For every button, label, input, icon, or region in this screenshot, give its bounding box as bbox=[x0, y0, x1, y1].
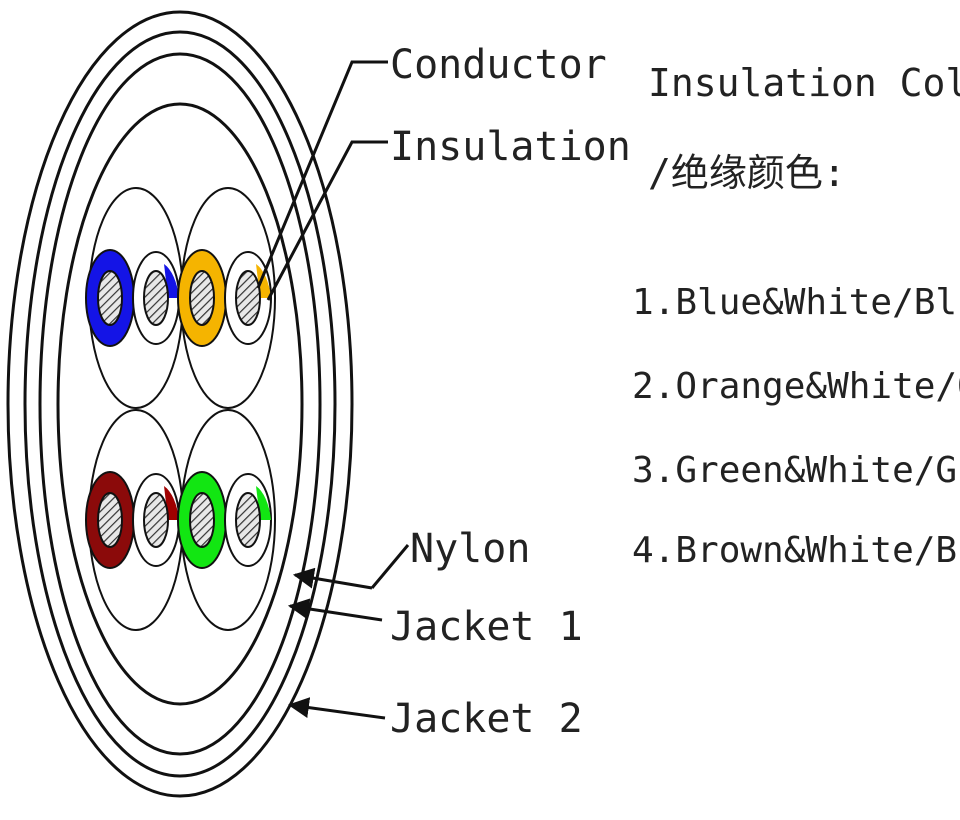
jacket2-arrow bbox=[287, 697, 386, 720]
conductor-core bbox=[143, 492, 169, 548]
twisted-pair bbox=[85, 187, 184, 409]
legend-item: 2.Orange&White/Orange bbox=[632, 366, 960, 407]
nylon-ring bbox=[56, 102, 304, 706]
legend-title: Insulation Color bbox=[648, 61, 960, 105]
twisted-pair bbox=[85, 409, 184, 631]
legend-item: 1.Blue&White/Blue bbox=[632, 282, 960, 323]
insulation-leader bbox=[266, 140, 388, 301]
jacket2-outer-ring bbox=[6, 10, 354, 798]
nylon-label: Nylon bbox=[410, 526, 530, 572]
conductor-core bbox=[235, 270, 261, 326]
nylon-arrow bbox=[292, 567, 373, 590]
insulation-color-legend: Insulation Color /绝缘颜色: 1.Blue&White/Blu… bbox=[632, 61, 960, 571]
jacket1-arrow bbox=[287, 598, 383, 622]
nylon-leader bbox=[370, 544, 410, 589]
conductor-core bbox=[189, 270, 215, 326]
conductor-core bbox=[97, 492, 123, 548]
legend-item: 4.Brown&White/Brown bbox=[632, 530, 960, 571]
callout-labels: Conductor Insulation Nylon Jacket 1 Jack… bbox=[390, 42, 631, 742]
jacket1-ring bbox=[38, 52, 322, 756]
conductor-core bbox=[97, 270, 123, 326]
conductor-core bbox=[235, 492, 261, 548]
twisted-pairs bbox=[85, 187, 276, 631]
insulation-label: Insulation bbox=[390, 124, 631, 170]
conductor-core bbox=[143, 270, 169, 326]
jacket2-inner-ring bbox=[23, 30, 337, 778]
twisted-pair bbox=[177, 409, 276, 631]
conductor-leader bbox=[256, 60, 388, 289]
legend-subtitle: /绝缘颜色: bbox=[648, 151, 846, 195]
legend-item: 3.Green&White/Green bbox=[632, 450, 960, 491]
conductor-core bbox=[189, 492, 215, 548]
jacket-rings bbox=[6, 10, 354, 798]
jacket2-label: Jacket 2 bbox=[390, 696, 583, 742]
twisted-pair bbox=[177, 187, 276, 409]
conductor-label: Conductor bbox=[390, 42, 607, 88]
jacket1-label: Jacket 1 bbox=[390, 604, 583, 650]
leader-lines bbox=[256, 60, 410, 720]
